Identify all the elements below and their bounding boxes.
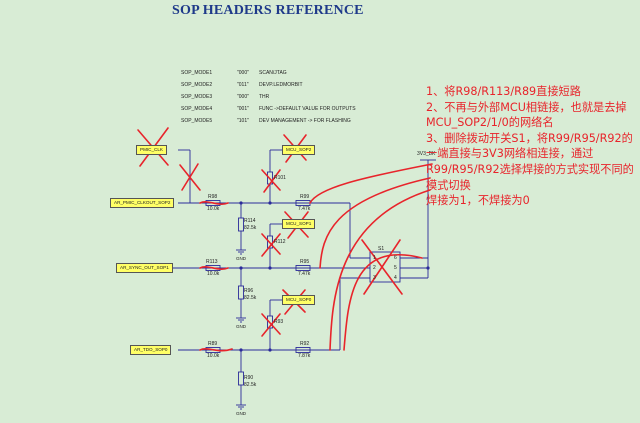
value-r114: 82.5k: [244, 225, 257, 231]
s1-pin: 2: [373, 265, 376, 271]
mode-name: SOP_MODE5: [181, 118, 213, 124]
value-r90: 82.5k: [244, 382, 257, 388]
label-r89: R89: [208, 341, 218, 347]
mode-desc: FUNC ->DEFAULT VALUE FOR OUTPUTS: [259, 106, 356, 112]
gnd-label: GND: [236, 256, 246, 261]
value-r98: 10.0k: [207, 206, 220, 212]
note-line-4: 焊接为1，不焊接为0: [426, 194, 530, 208]
mode-name: SOP_MODE3: [181, 94, 213, 100]
label-s1: S1: [378, 246, 385, 252]
s1-pin: 3: [373, 275, 376, 281]
s1-pin: 4: [394, 275, 397, 281]
s1-pin: 5: [394, 265, 397, 271]
note-line-2: 2、不再与外部MCU相链接，也就是去掉MCU_SOP2/1/0的网络名: [426, 100, 627, 130]
gnd-label: GND: [236, 324, 246, 329]
label-r113: R113: [206, 259, 218, 265]
net-label-ar-pmic-clkout-sop2: AR_PMIC_CLKOUT_SOP2: [110, 198, 175, 208]
mode-desc: DEV MANAGEMENT -> FOR FLASHING: [259, 118, 351, 124]
value-r113: 10.0k: [207, 271, 220, 277]
s1-pin: 1: [373, 255, 376, 261]
label-r114: R114: [244, 218, 256, 224]
value-r89: 10.0k: [207, 353, 220, 359]
label-r99: R99: [300, 194, 310, 200]
label-r101: R101: [274, 175, 286, 181]
label-r92: R92: [300, 341, 310, 347]
note-line-3: 3、删除拨动开关S1，将R99/R95/R92的一端直接与3V3网络相连接，通过…: [426, 131, 634, 192]
mode-name: SOP_MODE1: [181, 70, 213, 76]
page-title: SOP HEADERS REFERENCE: [172, 3, 364, 18]
label-r93: R93: [274, 319, 284, 325]
value-r99: 7.47k: [298, 206, 311, 212]
net-label-ar-sync-out-sop1: AR_SYNC_OUT_SOP1: [116, 263, 173, 273]
mode-code: "000": [237, 70, 249, 76]
label-r112: R112: [274, 239, 286, 245]
s1-pin: 6: [394, 255, 397, 261]
annotation-note: 1、将R98/R113/R89直接短路 2、不再与外部MCU相链接，也就是去掉M…: [426, 84, 638, 209]
mode-code: "000": [237, 94, 249, 100]
label-r98: R98: [208, 194, 218, 200]
value-r96: 82.5k: [244, 295, 257, 301]
mode-code: "011": [237, 82, 249, 88]
mode-desc: THR: [259, 94, 270, 100]
gnd-label: GND: [236, 411, 246, 416]
net-label-mcu-sop1: MCU_SOP1: [282, 219, 316, 229]
value-r95: 7.47k: [298, 271, 311, 277]
mode-code: "001": [237, 106, 249, 112]
mode-desc: SCAN/JTAG: [259, 70, 287, 76]
mode-name: SOP_MODE4: [181, 106, 213, 112]
note-line-1: 1、将R98/R113/R89直接短路: [426, 85, 581, 98]
mode-desc: DEVP.LEDMORBIT: [259, 82, 303, 88]
label-r95: R95: [300, 259, 310, 265]
net-label-3v3: 3V3_BK: [417, 151, 436, 157]
net-label-ar-tdo-sop0: AR_TDO_SOP0: [130, 345, 172, 355]
net-label-pmic-clk: PMIC_CLK: [136, 145, 167, 155]
net-label-mcu-sop2: MCU_SOP2: [282, 145, 316, 155]
net-label-mcu-sop0: MCU_SOP0: [282, 295, 316, 305]
label-r90: R90: [244, 375, 254, 381]
value-r92: 7.87k: [298, 353, 311, 359]
mode-code: "101": [237, 118, 249, 124]
mode-name: SOP_MODE2: [181, 82, 213, 88]
label-r96: R96: [244, 288, 254, 294]
